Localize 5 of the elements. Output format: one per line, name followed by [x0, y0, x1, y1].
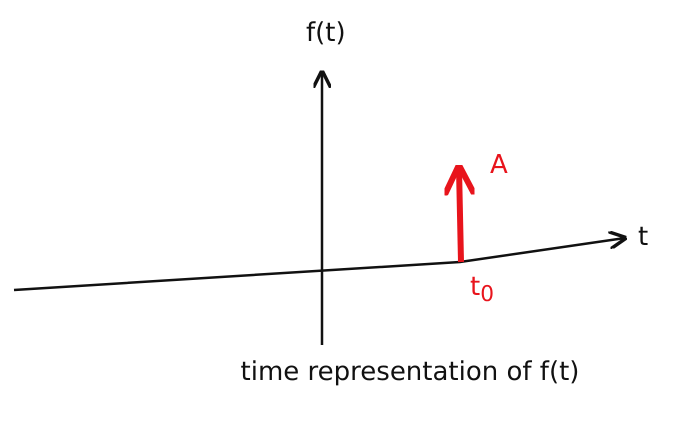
- caption: time representation of f(t): [240, 356, 580, 389]
- axis-label: t: [638, 222, 648, 252]
- amplitude-label: A: [490, 150, 508, 180]
- tick-label: t$_{0}$: [470, 272, 494, 308]
- axis-label: f(t): [306, 18, 346, 48]
